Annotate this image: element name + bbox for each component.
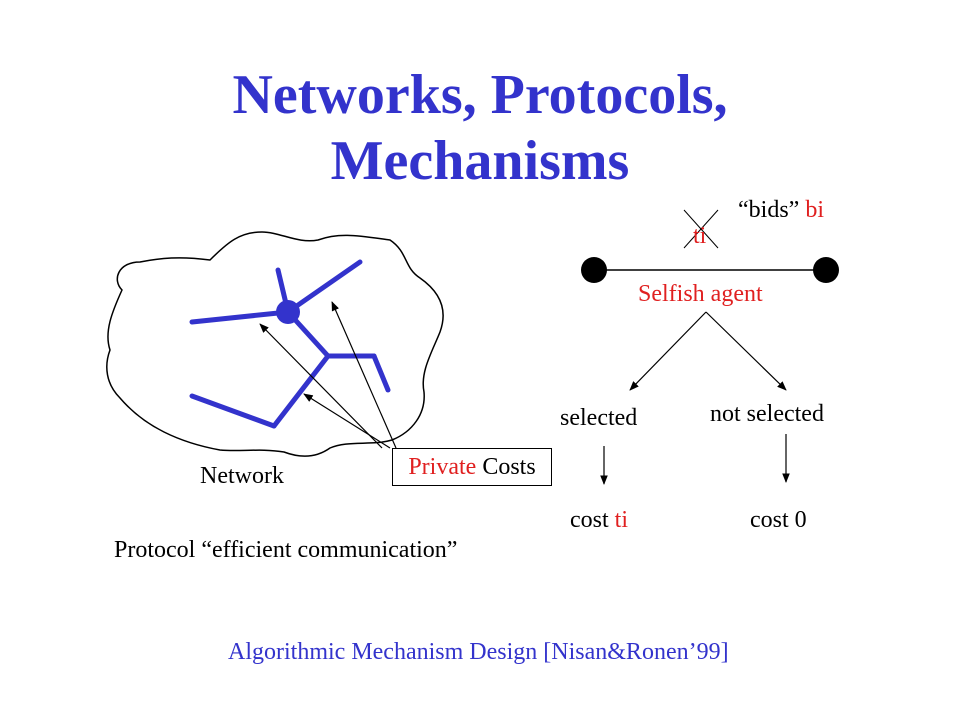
- not-selected-label: not selected: [710, 401, 824, 427]
- true-type-crossed: ti: [693, 223, 707, 249]
- selfish-agent-label: Selfish agent: [638, 281, 763, 307]
- arrow: [331, 301, 397, 449]
- network-cloud-outline: [106, 231, 444, 457]
- network-edge: [271, 353, 331, 429]
- arrow: [259, 323, 383, 449]
- network-node: [276, 300, 300, 324]
- private-cost-arrows: [259, 301, 397, 449]
- arrow-to-not-selected: [705, 311, 787, 391]
- selected-label: selected: [560, 405, 638, 431]
- private-costs-box: Private Costs: [392, 448, 552, 486]
- network-edge: [189, 309, 291, 325]
- cost-word: cost: [570, 507, 609, 533]
- arrow-to-selected: [629, 311, 707, 391]
- network-edge: [189, 393, 277, 429]
- slide-title-line2: Mechanisms: [330, 130, 630, 192]
- bids-label: “bids” bi: [738, 196, 824, 224]
- agent-endpoint-right: [813, 257, 839, 283]
- arrow: [303, 393, 391, 449]
- cost-not-selected-label: cost 0: [750, 507, 807, 533]
- network-edge: [285, 259, 363, 315]
- agent-endpoint-left: [581, 257, 607, 283]
- decision-arrows: [600, 311, 790, 485]
- citation: Algorithmic Mechanism Design [Nisan&Rone…: [228, 639, 729, 665]
- network-edge: [371, 353, 391, 393]
- network-graph: [189, 259, 391, 429]
- bids-prefix: “bids”: [738, 197, 800, 223]
- cost-selected-label: cost ti: [570, 506, 628, 534]
- private-word: Private: [408, 454, 477, 480]
- costs-word: Costs: [482, 454, 536, 480]
- slide-title-line1: Networks, Protocols,: [232, 64, 728, 126]
- cost-ti-value: ti: [614, 507, 629, 533]
- cross-out-mark: [683, 209, 719, 249]
- network-label: Network: [200, 463, 284, 489]
- bid-value: bi: [805, 197, 824, 223]
- protocol-text: Protocol “efficient communication”: [114, 537, 458, 563]
